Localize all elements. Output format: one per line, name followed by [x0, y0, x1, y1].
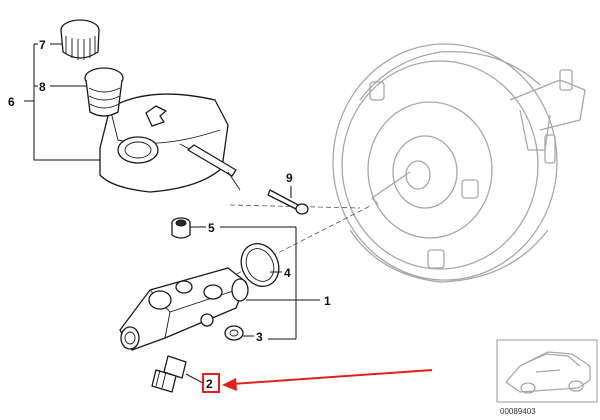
callout-9: 9 [286, 171, 293, 185]
callout-1: 1 [324, 294, 331, 308]
grommet [171, 217, 191, 239]
callout-7: 7 [39, 38, 46, 52]
brake-master-cylinder [119, 267, 249, 351]
assembly-axis-line [214, 204, 373, 286]
callout-6: 6 [8, 95, 15, 109]
brake-fluid-reservoir [99, 93, 241, 193]
callout-8: 8 [39, 80, 46, 94]
reservoir-cap [60, 19, 100, 60]
callout-2: 2 [206, 377, 213, 391]
pressure-switch [151, 355, 187, 393]
diagram-reference-number: 00089403 [500, 407, 536, 416]
o-ring [240, 243, 280, 287]
callout-3: 3 [256, 330, 263, 344]
callout-4: 4 [284, 266, 291, 280]
highlight-arrow [222, 369, 433, 391]
seal-ring [224, 325, 244, 341]
filter-insert [84, 67, 124, 117]
leader-lines [24, 43, 320, 340]
brake-booster [332, 43, 586, 283]
callout-5: 5 [208, 221, 215, 235]
vehicle-thumbnail [496, 339, 598, 403]
screw [267, 189, 309, 215]
